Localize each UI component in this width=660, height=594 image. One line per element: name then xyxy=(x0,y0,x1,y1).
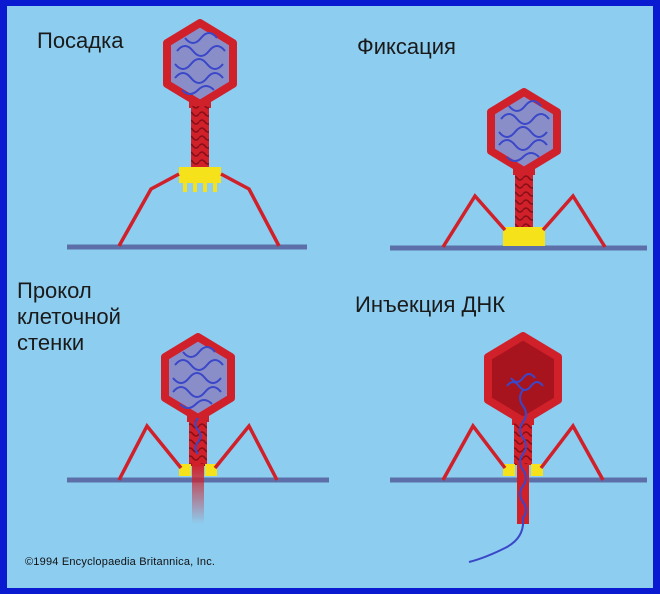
baseplate-pin xyxy=(183,183,187,192)
tail-fiber-left xyxy=(443,426,505,480)
tail-fiber-left xyxy=(443,196,505,247)
stage-attachment xyxy=(390,92,647,248)
tail-fiber-right xyxy=(543,196,605,247)
phage-tail xyxy=(514,423,532,465)
phage-head xyxy=(491,92,557,171)
label-penetration-line1: Прокол xyxy=(17,278,121,304)
baseplate xyxy=(179,167,221,183)
baseplate xyxy=(503,227,545,246)
baseplate-pin xyxy=(193,183,197,192)
tail-fiber-right xyxy=(215,426,277,480)
baseplate-pin xyxy=(213,183,217,192)
baseplate-pin xyxy=(203,183,207,192)
tail-core xyxy=(192,464,204,524)
phage-head xyxy=(167,23,233,104)
label-dna-injection: Инъекция ДНК xyxy=(355,292,505,318)
label-penetration: Прокол клеточной стенки xyxy=(17,278,121,356)
label-penetration-line2: клеточной xyxy=(17,304,121,330)
diagram-canvas: Посадка Фиксация Прокол клеточной стенки… xyxy=(7,6,653,588)
phage-head xyxy=(165,337,231,418)
label-landing: Посадка xyxy=(37,28,123,54)
stage-landing xyxy=(67,23,307,247)
tail-fiber-right xyxy=(541,426,603,480)
phage-tail xyxy=(191,106,209,168)
copyright-credit: ©1994 Encyclopaedia Britannica, Inc. xyxy=(25,556,215,568)
tail-core xyxy=(517,464,529,524)
tail-fiber-left xyxy=(119,174,179,246)
label-penetration-line3: стенки xyxy=(17,330,121,356)
label-attachment: Фиксация xyxy=(357,34,456,60)
stage-dna-injection xyxy=(390,336,647,562)
tail-fiber-left xyxy=(119,426,181,480)
phage-tail xyxy=(515,173,533,227)
stage-penetration xyxy=(67,337,329,524)
tail-fiber-right xyxy=(221,174,279,246)
